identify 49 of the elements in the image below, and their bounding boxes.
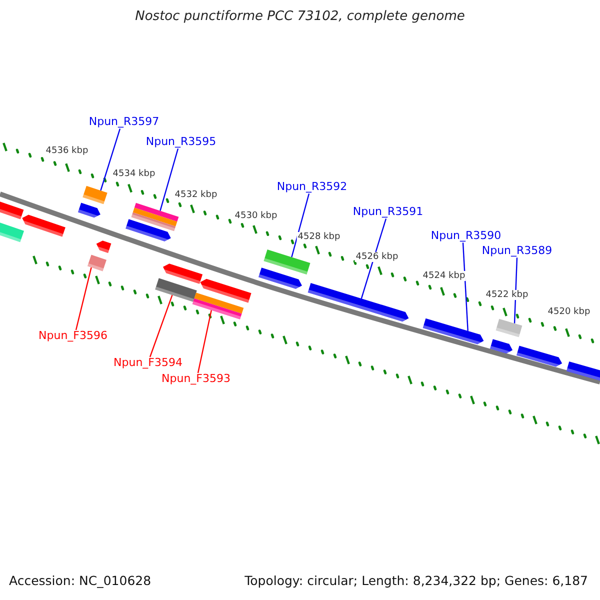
gene-label: Npun_F3593 xyxy=(162,373,230,386)
scale-label: 4520 kbp xyxy=(546,307,592,318)
gene-block xyxy=(200,278,252,303)
leader-line xyxy=(149,294,173,358)
feature-bar xyxy=(155,278,197,302)
scale-label: 4534 kbp xyxy=(112,169,156,180)
gene-label: Npun_R3595 xyxy=(146,136,216,149)
leader-line xyxy=(360,218,387,299)
gene-block xyxy=(490,339,513,354)
scale-label: 4522 kbp xyxy=(484,290,530,300)
gene-label: Npun_R3591 xyxy=(352,206,424,219)
scale-label: 4526 kbp xyxy=(354,252,400,262)
gene-block xyxy=(422,318,484,344)
gene-block xyxy=(0,200,24,220)
scale-label: 4528 kbp xyxy=(296,232,342,242)
leader-line xyxy=(197,310,212,374)
feature-bar xyxy=(496,318,522,338)
gene-block xyxy=(126,219,171,242)
leader-line xyxy=(462,242,468,331)
gene-label: Npun_R3592 xyxy=(276,181,348,194)
gene-block xyxy=(78,202,100,218)
gene-block xyxy=(162,264,203,284)
accession-text: Accession: NC_010628 xyxy=(9,574,152,588)
leader-line xyxy=(75,267,92,330)
gene-label: Npun_R3589 xyxy=(482,245,552,258)
gene-block xyxy=(516,346,562,367)
gene-block xyxy=(258,268,302,289)
genome-info-text: Topology: circular; Length: 8,234,322 bp; Genes: 6,187 xyxy=(244,574,588,588)
scale-label: 4536 kbp xyxy=(44,146,90,156)
gene-block xyxy=(308,282,409,322)
gene-label: Npun_F3594 xyxy=(114,357,182,370)
gene-block xyxy=(22,214,66,237)
leader-line xyxy=(160,148,179,211)
scale-label: 4532 kbp xyxy=(174,190,218,200)
scale-label: 4524 kbp xyxy=(422,271,466,282)
scale-label: 4530 kbp xyxy=(234,211,278,222)
feature-bar xyxy=(131,202,179,232)
gene-block xyxy=(566,361,600,382)
feature-bar xyxy=(192,292,244,320)
gene-label: Npun_F3596 xyxy=(38,330,108,343)
gene-block xyxy=(96,240,112,253)
gene-label: Npun_R3597 xyxy=(88,116,160,129)
feature-bar xyxy=(0,220,24,242)
feature-bar xyxy=(264,250,310,274)
gene-label: Npun_R3590 xyxy=(430,230,502,243)
feature-bar xyxy=(88,254,106,272)
feature-bar xyxy=(82,186,108,204)
chart-title: Nostoc punctiforme PCC 73102, complete genome xyxy=(134,10,466,25)
leader-line xyxy=(100,128,121,191)
